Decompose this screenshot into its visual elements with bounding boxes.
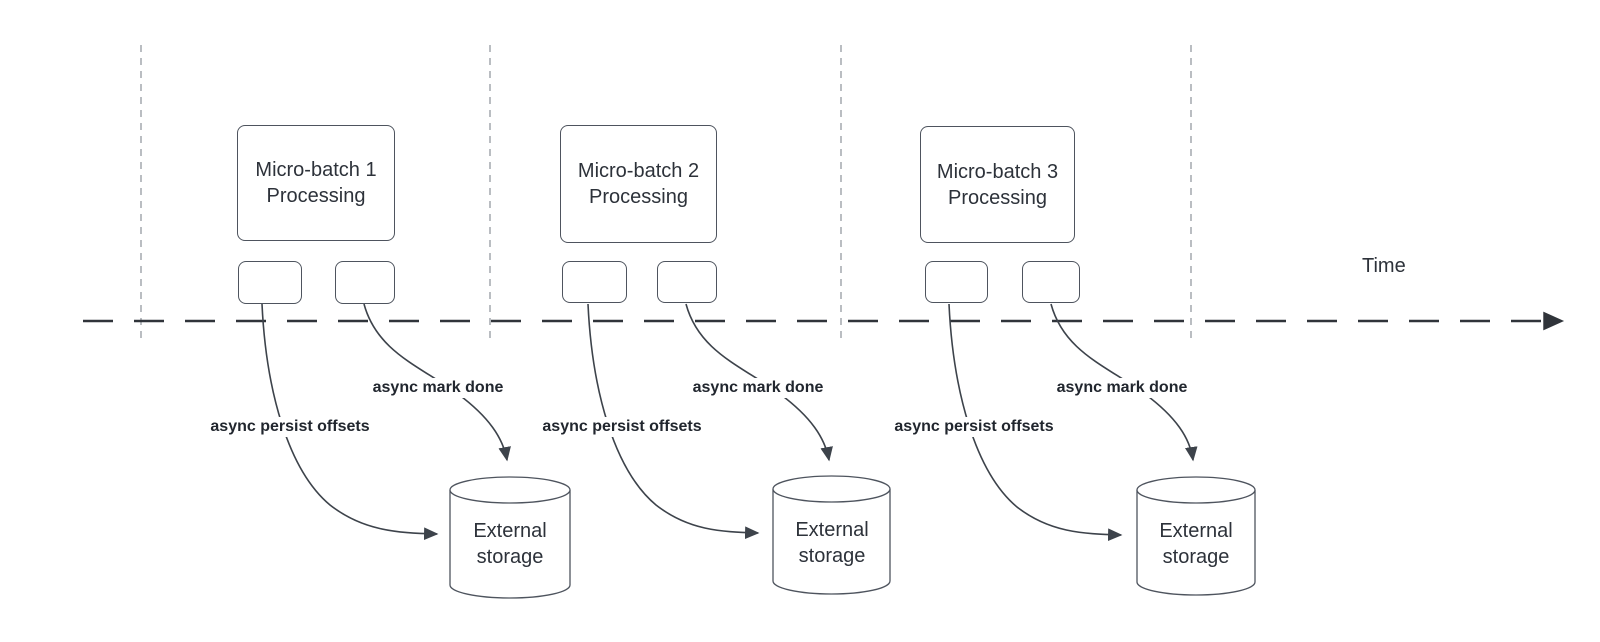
micro-batch-1-processing-box: Micro-batch 1 Processing	[237, 125, 395, 241]
micro-batch-1-task-box-left	[238, 261, 302, 304]
external-storage-label-1: External storage	[450, 518, 570, 570]
mark-done-label-2: async mark done	[689, 378, 827, 398]
external-storage-label-3: External storage	[1136, 518, 1256, 570]
time-axis-label: Time	[1362, 255, 1406, 277]
micro-batch-3-processing-box: Micro-batch 3 Processing	[920, 126, 1075, 243]
storage-cylinder-2	[772, 475, 891, 595]
micro-batch-1-title-line2: Processing	[266, 185, 366, 207]
micro-batch-2-title-line2: Processing	[589, 186, 688, 208]
micro-batch-2-processing-box: Micro-batch 2 Processing	[560, 125, 717, 243]
persist-offsets-arrow-3	[948, 303, 1123, 542]
micro-batch-3-task-box-left	[925, 261, 988, 303]
external-storage-label-2-line1: External	[795, 519, 869, 541]
external-storage-label-1-line1: External	[473, 520, 547, 542]
external-storage-label-3-line2: storage	[1162, 546, 1230, 568]
external-storage-label-2-line2: storage	[798, 545, 866, 567]
persist-offsets-label-3: async persist offsets	[891, 417, 1057, 437]
micro-batch-3-title-line1: Micro-batch 3	[936, 160, 1059, 183]
micro-batch-2-task-box-right	[657, 261, 717, 303]
mark-done-label-3: async mark done	[1053, 378, 1191, 398]
micro-batch-2-title-line1: Micro-batch 2	[577, 160, 700, 182]
micro-batch-1-task-box-right	[335, 261, 395, 304]
micro-batch-1-title-line1: Micro-batch 1	[255, 159, 377, 181]
external-storage-label-2: External storage	[772, 517, 892, 569]
external-storage-label-3-line1: External	[1159, 520, 1233, 542]
external-storage-label-1-line2: storage	[476, 546, 544, 568]
persist-offsets-label-2: async persist offsets	[539, 417, 705, 437]
storage-cylinder-1	[449, 476, 571, 599]
mark-done-label-1: async mark done	[369, 378, 507, 398]
micro-batch-3-title-line2: Processing	[948, 186, 1047, 209]
persist-offsets-label-1: async persist offsets	[207, 417, 373, 437]
storage-cylinder-3	[1136, 476, 1256, 596]
micro-batch-3-task-box-right	[1022, 261, 1080, 303]
persist-offsets-arrow-2	[587, 303, 760, 539]
micro-batch-2-task-box-left	[562, 261, 627, 303]
persist-offsets-arrow-1	[261, 303, 439, 541]
